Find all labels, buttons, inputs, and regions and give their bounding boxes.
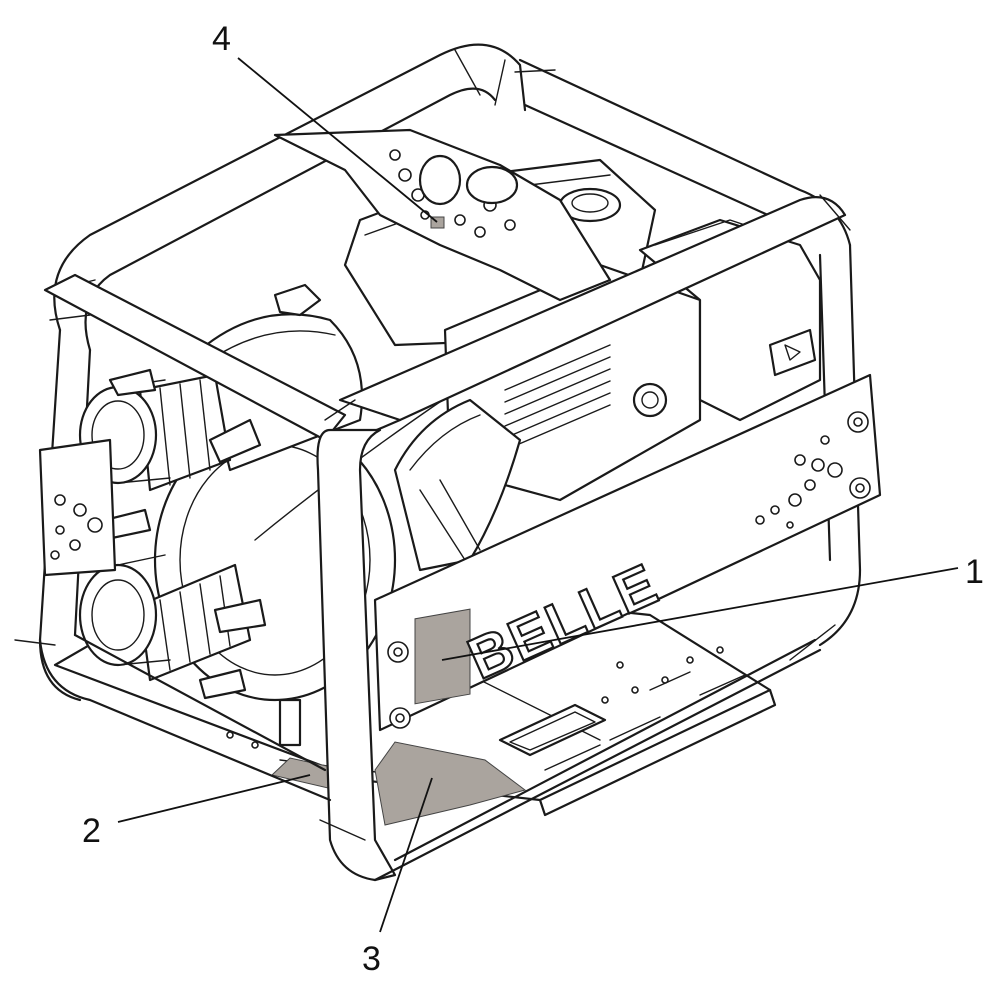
decal-1	[414, 608, 471, 705]
callout-4: 4	[212, 20, 231, 58]
drain-plug	[198, 668, 247, 700]
leader-2	[117, 774, 311, 823]
callout-3: 3	[362, 940, 381, 978]
leader-1	[441, 567, 959, 661]
callout-1: 1	[965, 553, 984, 591]
leader-3	[379, 777, 433, 933]
callout-2: 2	[82, 812, 101, 850]
frame-front	[14, 194, 862, 882]
delivery-hose-tail	[78, 508, 267, 667]
leader-4	[237, 57, 438, 223]
drain-pipe	[278, 698, 302, 747]
control-bracket	[273, 128, 612, 302]
decal-4	[430, 216, 445, 229]
left-side-panel	[38, 438, 117, 577]
callout-leaders	[117, 57, 959, 933]
front-panel	[373, 373, 882, 732]
decal-3	[374, 741, 527, 826]
